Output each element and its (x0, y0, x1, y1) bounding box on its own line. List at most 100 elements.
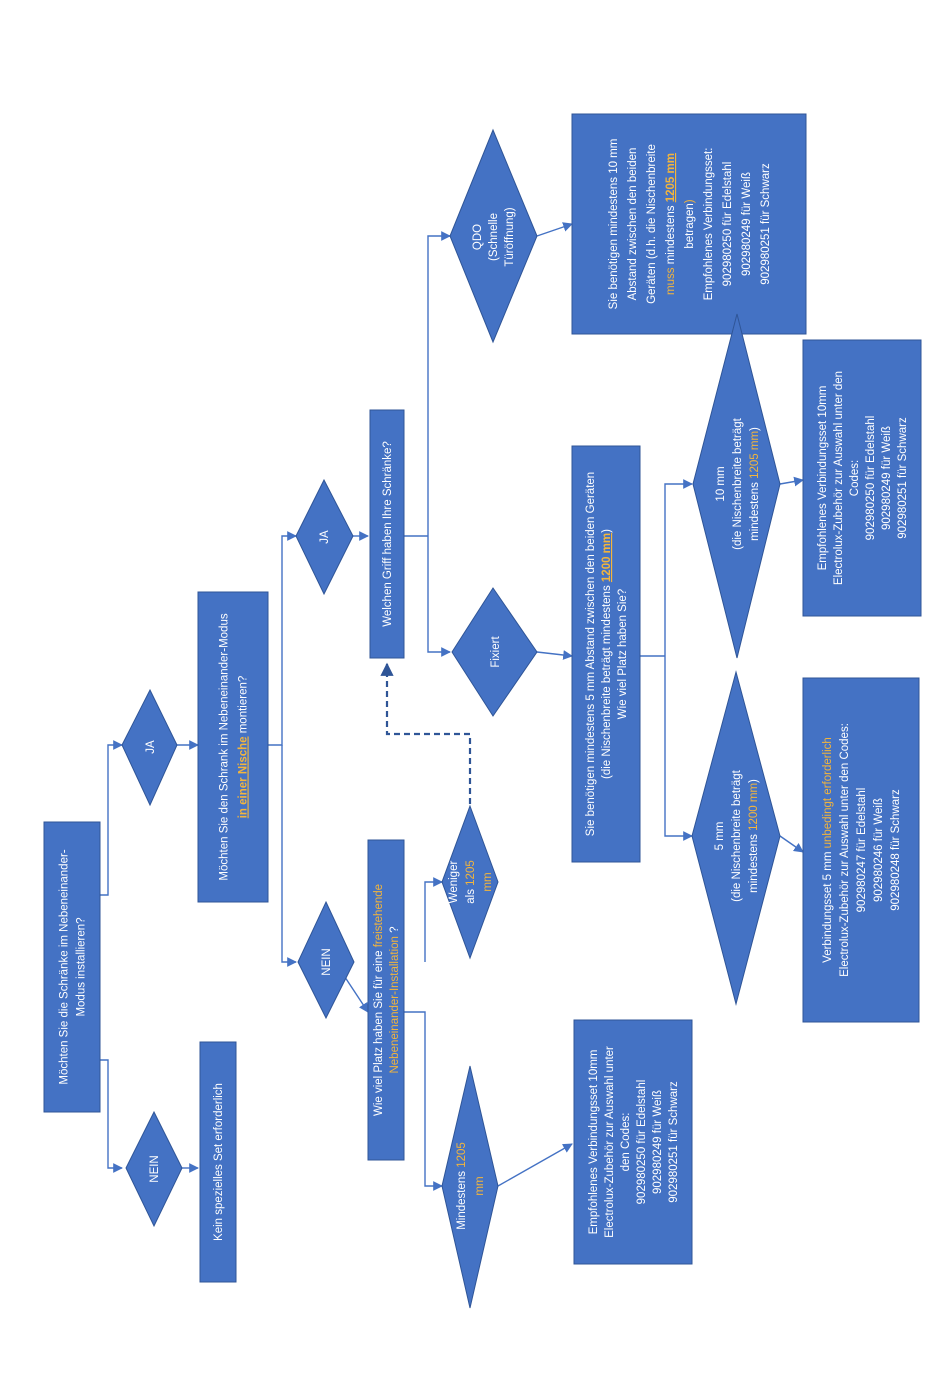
label-line: Wie viel Platz haben Sie für eine freist… (373, 884, 385, 1116)
label-line: betragen) (684, 199, 696, 248)
start-ja-label: JA (145, 740, 157, 754)
fixed-result-box (571, 445, 641, 863)
qdo-diamond (449, 128, 538, 344)
label-line: 902980247 für Edelstahl (856, 788, 868, 913)
start-question-box (43, 821, 101, 1113)
nodes (43, 113, 922, 1309)
label-line: in einer Nische montieren? (238, 676, 250, 819)
label-line: Sie benötigen mindestens 10 mm (608, 139, 620, 310)
start-ja-diamond (121, 688, 178, 807)
five-mm-label: 5 mm (die Nischenbreite beträgt mindestens… (714, 769, 760, 901)
label-line: mindestens 1205 mm) (749, 427, 761, 541)
niche-ja-label: JA (319, 530, 331, 544)
freestanding-question-text: Wie viel Platz haben Sie für eine freist… (373, 884, 401, 1116)
label-line: Modus installieren? (76, 917, 88, 1016)
no-set-text: Kein spezielles Set erforderlich (213, 1083, 225, 1241)
label-line: Möchten Sie den Schrank im Nebeneinander… (219, 613, 231, 880)
label-line: mm (482, 872, 494, 891)
label-line: Kein spezielles Set erforderlich (213, 1083, 225, 1241)
label-line: 902980250 für Edelstahl (865, 416, 877, 541)
label-line: 902980246 für Weiß (873, 798, 885, 902)
label-line: Sie benötigen mindestens 5 mm Abstand zw… (585, 472, 597, 836)
connector-handle-to-fixed (427, 536, 451, 657)
fixed-diamond (451, 587, 538, 717)
less-1205-diamond (441, 804, 499, 960)
ten-mm-label: 10 mm (die Nischenbreite beträgt mindesten… (715, 417, 761, 549)
min-1205-result-text: Empfohlenes Verbindungsset 10mm Electrolu… (588, 1046, 680, 1238)
freestanding-question-box (367, 839, 405, 1161)
min-1205-diamond (441, 1065, 499, 1309)
niche-question-box (197, 591, 269, 903)
connector-min-to-result (497, 1143, 573, 1187)
label-line: Fixiert (490, 636, 502, 668)
connector-handle-to-qdo (427, 231, 451, 536)
label-line: JA (319, 530, 331, 544)
connector-freestanding-to-min (404, 1011, 443, 1191)
connector-ten-mm-to-result (779, 476, 804, 487)
label-line: Verbindungsset 5 mm unbedingt erforderli… (822, 737, 834, 963)
label-line: Weniger (448, 861, 460, 904)
label-line: mindestens 1200 mm) (748, 779, 760, 893)
label-line: 902980251 für Schwarz (760, 163, 772, 285)
label-line: den Codes: (620, 1113, 632, 1172)
qdo-label: QDO (Schnelle Türöffnung) (472, 207, 516, 266)
qdo-result-text: Sie benötigen mindestens 10 mm Abstand zw… (608, 139, 772, 310)
label-line: Abstand zwischen den beiden (627, 148, 639, 301)
connector-five-mm-to-result (779, 835, 804, 853)
label-line: NEIN (149, 1155, 161, 1182)
label-line: QDO (472, 224, 484, 250)
label-line: 902980251 für Schwarz (668, 1081, 680, 1203)
connector-niche-to-ja (268, 531, 297, 746)
five-mm-result-box (802, 677, 920, 1023)
label-line: (die Nischenbreite beträgt (732, 417, 744, 549)
label-line: Empfohlenes Verbindungsset 10mm (588, 1050, 600, 1235)
connector-qdo-to-result (536, 222, 573, 237)
label-line: Empfohlenes Verbindungsset 10mm (817, 386, 829, 571)
qdo-result-box (571, 113, 807, 335)
niche-nein-label: NEIN (321, 948, 333, 975)
connector-freestanding-to-less (424, 877, 443, 962)
labels: Möchten Sie die Schränke im Nebeneinande… (59, 139, 910, 1241)
label-line: 902980249 für Weiß (652, 1090, 664, 1194)
connector-to-ten-mm (664, 479, 693, 656)
label-line: mm (474, 1176, 486, 1195)
handle-question-text: Welchen Griff haben Ihre Schränke? (382, 441, 394, 627)
label-line: Möchten Sie die Schränke im Nebeneinande… (59, 849, 71, 1084)
label-line: 10 mm (715, 466, 727, 501)
label-line: Welchen Griff haben Ihre Schränke? (382, 441, 394, 627)
label-line: 5 mm (714, 822, 726, 851)
fixed-result-text: Sie benötigen mindestens 5 mm Abstand zw… (585, 472, 629, 836)
label-line: (die Nischenbreite beträgt mindestens 12… (601, 529, 613, 779)
start-question-text: Möchten Sie die Schränke im Nebeneinande… (59, 849, 88, 1084)
label-line: als 1205 (465, 860, 477, 904)
five-mm-diamond (691, 670, 781, 1006)
ten-mm-diamond (692, 313, 781, 659)
niche-nein-diamond (297, 900, 355, 1020)
label-line: (die Nischenbreite beträgt (731, 769, 743, 901)
label-line: Türöffnung) (504, 207, 516, 266)
label-line: 902980249 für Weiß (881, 426, 893, 530)
label-line: Electrolux-Zubehör zur Auswahl unter (604, 1046, 616, 1238)
connector-fixed-to-result (536, 650, 573, 660)
five-mm-result-text: Verbindungsset 5 mm unbedingt erforderli… (822, 723, 902, 977)
niche-ja-diamond (295, 478, 354, 596)
label-line: 902980251 für Schwarz (897, 417, 909, 539)
label-line: Electrolux-Zubehör zur Auswahl unter den (833, 371, 845, 585)
label-line: NEIN (321, 948, 333, 975)
connector-start-to-ja (100, 740, 123, 896)
label-line: Nebeneinander-Installation ? (389, 926, 401, 1073)
start-nein-diamond (125, 1110, 183, 1228)
label-line: 902980250 für Edelstahl (722, 162, 734, 287)
label-line: Electrolux-Zubehör zur Auswahl unter den… (839, 723, 851, 977)
connector-less-to-handle-dashed (380, 662, 472, 804)
connector-niche-to-nein (281, 745, 297, 967)
label-line: Geräten (d.h. die Nischenbreite (646, 144, 658, 304)
label-line: (Schnelle (488, 213, 500, 261)
label-line: 902980248 für Schwarz (890, 789, 902, 911)
ten-mm-result-text: Empfohlenes Verbindungsset 10mm Electrolu… (817, 371, 909, 585)
label-line: Empfohlenes Verbindungsset: (703, 148, 715, 301)
label-line: Wie viel Platz haben Sie? (617, 589, 629, 719)
start-nein-label: NEIN (149, 1155, 161, 1182)
ten-mm-result-box (802, 339, 922, 617)
niche-question-text: Möchten Sie den Schrank im Nebeneinander… (219, 613, 250, 880)
